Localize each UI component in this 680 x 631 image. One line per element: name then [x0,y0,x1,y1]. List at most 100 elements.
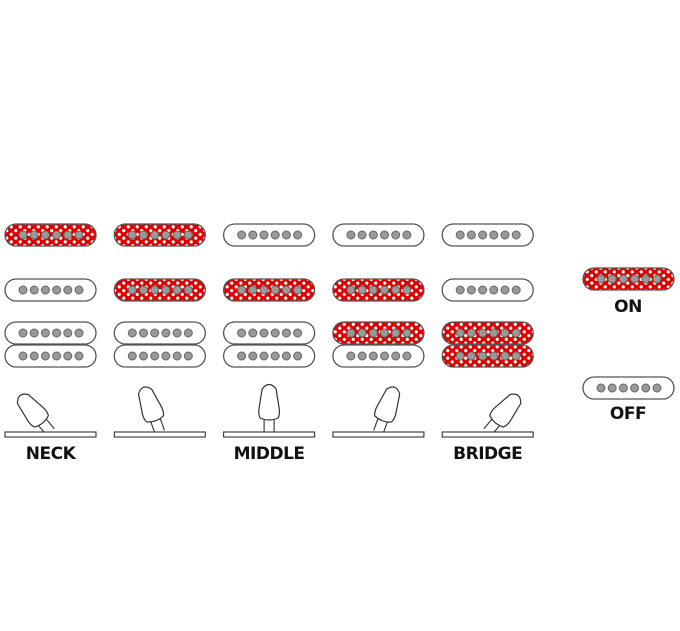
pole-piece [150,328,160,338]
pole-piece [281,230,291,240]
neck-pickup [113,223,206,247]
pole-piece [40,285,50,295]
pole-piece [139,328,148,338]
position-label: MIDDLE [234,444,305,464]
pole-piece [270,351,280,361]
pole-piece [237,351,247,361]
pickup-body [441,321,534,345]
pole-piece [127,328,137,338]
pole-piece [248,230,258,240]
pickup-body [4,321,97,345]
bridge-pickup-bottom-coil [113,344,206,368]
pole-piece [380,230,389,240]
lever-knob [374,386,401,423]
pole-piece [281,328,291,338]
middle-pickup [332,278,425,302]
switch-position-4 [332,223,425,438]
pole-piece [270,285,280,295]
pole-piece [346,285,356,295]
pole-piece [270,230,280,240]
pickup-body [4,278,97,302]
bridge-pickup-top-coil [332,321,425,345]
pickup-body [222,223,316,247]
switch-lever [483,393,522,436]
pole-piece [248,351,258,361]
pole-piece [161,351,171,361]
pole-piece [500,285,510,295]
pole-piece [630,383,640,393]
pickup-body [332,344,425,368]
pole-piece [161,328,171,338]
pole-piece [161,230,171,240]
pole-piece [18,328,28,338]
pole-piece [596,274,606,284]
lever-knob [489,393,522,428]
pole-piece [40,230,50,240]
pole-piece [139,230,148,240]
pole-piece [183,285,193,295]
pole-piece [500,351,510,361]
pole-piece [270,328,280,338]
pickup-body [332,321,425,345]
pickup-body [113,344,206,368]
pole-piece [127,230,137,240]
bridge-pickup-top-coil [441,321,534,345]
pole-piece [618,274,628,284]
pole-piece [127,351,137,361]
switch-plate [441,431,534,438]
pole-piece [402,285,412,295]
switch-plate [113,431,206,438]
pole-piece [281,351,291,361]
pole-piece [172,285,182,295]
bridge-pickup-bottom-coil [441,344,534,368]
pole-piece [489,351,499,361]
pole-piece [150,351,160,361]
switch-position-3: MIDDLE [222,223,316,464]
pole-piece [74,285,84,295]
middle-pickup [222,278,316,302]
pole-piece [139,285,148,295]
middle-pickup [441,278,534,302]
lever-knob [16,393,50,428]
pole-piece [380,351,389,361]
switch-lever [137,386,166,434]
pole-piece [259,328,269,338]
pole-piece [391,351,401,361]
pole-piece [478,351,488,361]
position-label: NECK [26,444,77,464]
pole-piece [237,285,247,295]
pickup-body [113,321,206,345]
pole-piece [150,285,160,295]
middle-pickup [4,278,97,302]
bridge-pickup-top-coil [113,321,206,345]
pole-piece [455,351,465,361]
pole-piece [357,351,367,361]
pole-piece [368,285,378,295]
middle-pickup [113,278,206,302]
switch-plate [332,431,425,438]
pole-piece [139,351,148,361]
switch-lever [16,393,55,436]
bridge-pickup-bottom-coil [4,344,97,368]
pickup-body [332,223,425,247]
pickup-body [113,223,206,247]
pole-piece [183,328,193,338]
pickup-body [222,278,316,302]
pole-piece [293,285,303,295]
neck-pickup [4,223,97,247]
neck-pickup [222,223,316,247]
pole-piece [466,328,476,338]
pole-piece [478,230,488,240]
pole-piece [455,230,465,240]
pole-piece [607,383,617,393]
pickup-body [441,278,534,302]
pole-piece [391,285,401,295]
pole-piece [52,285,62,295]
pole-piece [466,230,476,240]
pole-piece [380,328,389,338]
pole-piece [293,230,303,240]
pole-piece [652,274,662,284]
bridge-pickup-bottom-coil [332,344,425,368]
pole-piece [607,274,617,284]
pole-piece [127,285,137,295]
